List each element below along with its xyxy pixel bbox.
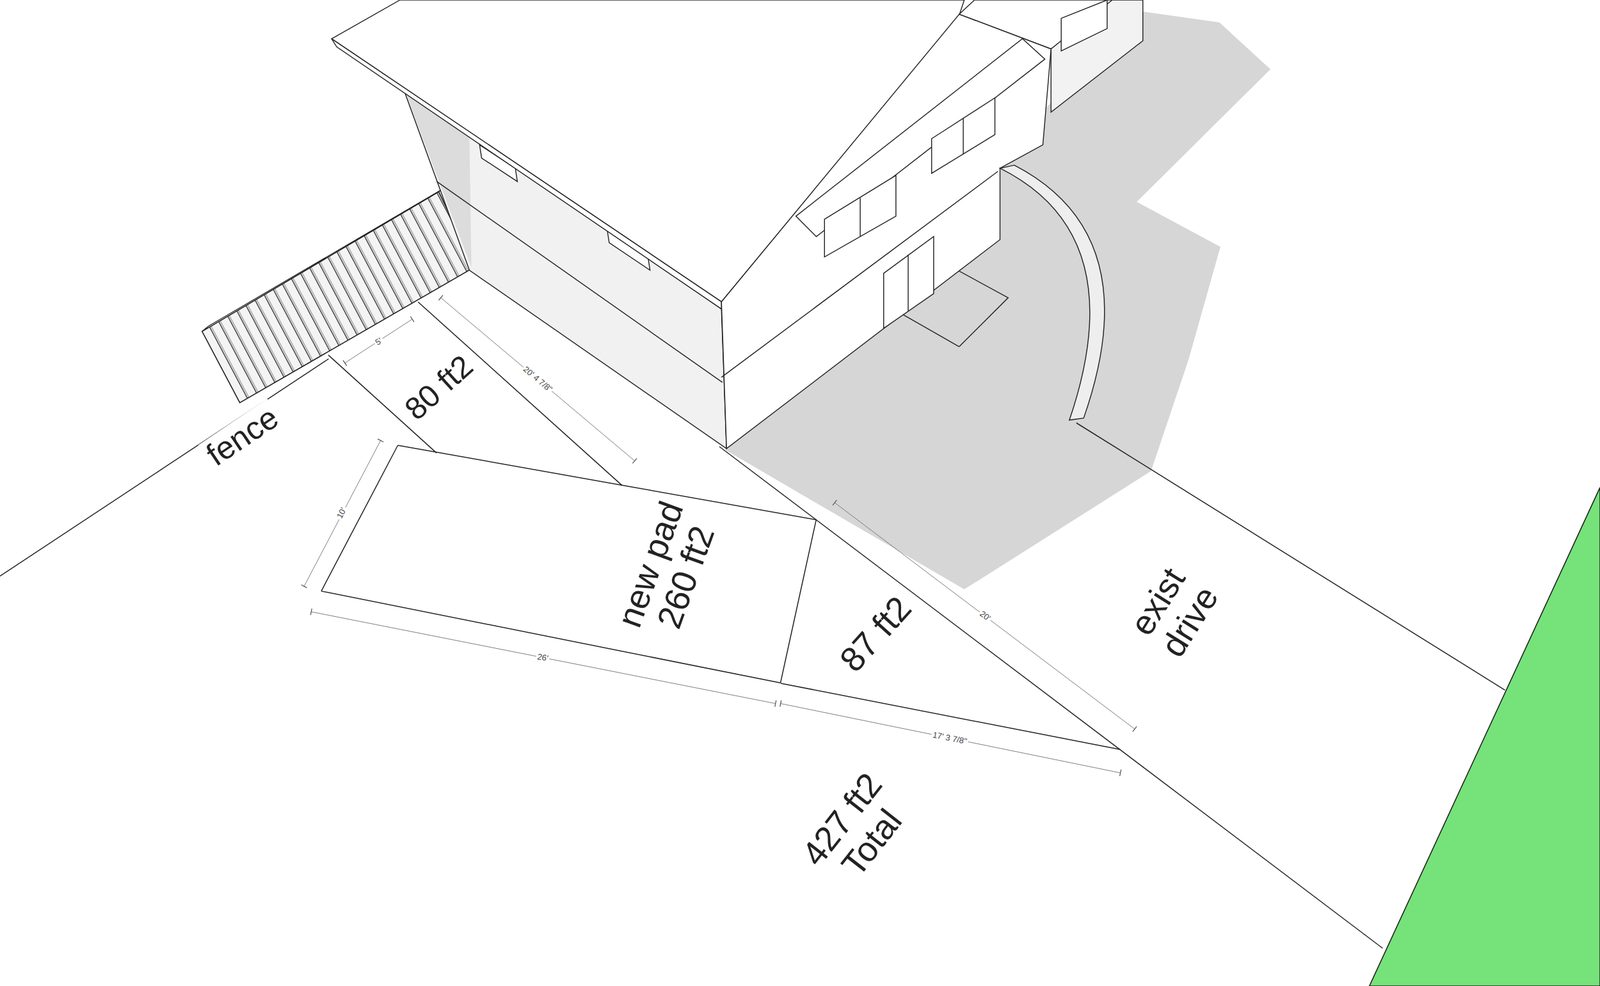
lawn	[1369, 487, 1600, 986]
floor-band	[721, 171, 998, 378]
area-edge	[780, 520, 817, 684]
area-edge	[321, 591, 781, 683]
fence-rail	[202, 187, 445, 332]
area-label: new pad 260 ft2	[608, 490, 729, 653]
area-label: exist drive	[1114, 549, 1233, 675]
side-wall	[1050, 0, 1143, 112]
door-split	[907, 254, 909, 312]
window	[1061, 0, 1108, 52]
rake-board	[796, 39, 1046, 237]
area-edge	[780, 683, 1121, 751]
drive-edge	[719, 446, 1383, 949]
area-outline	[877, 423, 1506, 946]
dimension-label: 10'	[334, 504, 349, 521]
driveway-area: exist drive	[877, 423, 1506, 946]
fence-label: fence	[198, 398, 288, 475]
retaining-wall	[1000, 165, 1105, 420]
paved-area: 80 ft2	[328, 302, 623, 486]
paved-area: 87 ft2	[780, 520, 1121, 751]
dimension-label: 5'	[372, 335, 385, 348]
window-mullion	[962, 118, 964, 155]
dimension-label: 26'	[535, 652, 551, 664]
dimension-lines	[304, 297, 1135, 774]
area-shape	[328, 302, 623, 486]
dimension-label: 17' 3 7/8"	[930, 730, 969, 747]
fascia	[331, 39, 722, 310]
area-outline	[328, 302, 623, 486]
area-edge	[1076, 423, 1506, 691]
area-shape	[877, 423, 1506, 946]
gable-wall	[721, 14, 1051, 449]
window	[824, 175, 896, 257]
area-shape	[321, 445, 816, 683]
area-edge	[398, 445, 817, 520]
dimension-line	[311, 611, 776, 704]
area-outline	[780, 520, 1121, 751]
area-label: 80 ft2	[398, 348, 480, 427]
area-outline	[321, 445, 816, 683]
dimension-label: 20'	[976, 608, 993, 624]
dimension-line	[780, 704, 1121, 774]
dimension-label: 20' 4 7/8"	[520, 364, 555, 395]
new-pad-area: new pad 260 ft2	[321, 445, 816, 683]
house	[331, 0, 1144, 449]
dimension-line	[304, 440, 381, 587]
window	[931, 97, 996, 174]
dimension-line	[344, 319, 413, 364]
window-mullion	[859, 197, 861, 237]
area-label: 87 ft2	[832, 589, 920, 680]
area-shape	[780, 520, 1121, 751]
property-line	[0, 359, 329, 576]
area-edge	[321, 445, 399, 592]
total-label: 427 ft2 Total	[791, 761, 924, 902]
door	[883, 236, 934, 329]
